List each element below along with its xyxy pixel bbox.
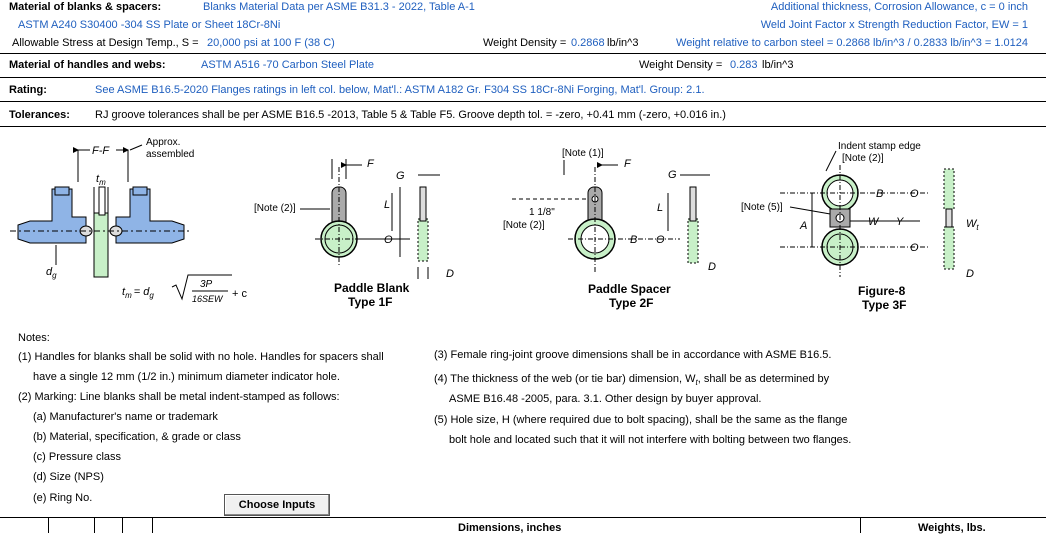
- table-grid-line: [152, 517, 153, 533]
- formula-numerator: 3P: [200, 279, 213, 290]
- allowable-stress-value[interactable]: 20,000 psi at 100 F (38 C): [207, 37, 335, 49]
- note-1-line-1: (1) Handles for blanks shall be solid wi…: [18, 351, 384, 363]
- figure-8-title: Figure-8: [858, 284, 906, 298]
- note5-label: [Note (5)]: [741, 202, 783, 213]
- table-grid-line: [860, 517, 861, 533]
- blanks-material-label: Material of blanks & spacers:: [9, 1, 162, 13]
- note1-label: [Note (1)]: [562, 148, 604, 159]
- divider: [0, 126, 1046, 127]
- weights-header: Weights, lbs.: [918, 522, 986, 534]
- paddle-blank-drawing: [Note (2)] F L O G D Paddle Blank Type 1…: [254, 158, 454, 309]
- note-1-line-2: have a single 12 mm (1/2 in.) minimum di…: [33, 371, 340, 383]
- note-4-line-2: ASME B16.48 -2005, para. 3.1. Other desi…: [449, 393, 762, 405]
- dim-g-spacer: G: [668, 169, 677, 181]
- handles-material-spec: ASTM A516 -70 Carbon Steel Plate: [201, 59, 375, 71]
- paddle-spacer-title: Paddle Spacer: [588, 282, 671, 296]
- assembled-section-drawing: F-F Approx. assembled tm dg tm= dg 3P 16…: [10, 137, 247, 304]
- note-2d: (d) Size (NPS): [33, 471, 104, 483]
- paddle-spacer-drawing: [Note (1)] 1 1/8" [Note (2)] F B O L G D…: [503, 148, 716, 310]
- notes-title: Notes:: [18, 332, 50, 344]
- type-2f-label: Type 2F: [609, 296, 653, 310]
- dim-o-spacer: O: [656, 234, 665, 246]
- dim-d-fig8: D: [966, 268, 974, 280]
- note2-spacer-label: [Note (2)]: [503, 220, 545, 231]
- ff-dimension-label: F-F: [92, 145, 110, 157]
- dim-b-fig8: B: [876, 188, 883, 200]
- weight-density-value[interactable]: 0.2868: [571, 37, 605, 49]
- tolerances-text: RJ groove tolerances shall be per ASME B…: [95, 109, 726, 121]
- blank-spacer-figures: F-F Approx. assembled tm dg tm= dg 3P 16…: [10, 137, 979, 312]
- allowable-stress-label: Allowable Stress at Design Temp., S =: [12, 37, 199, 49]
- note-5-line-1: (5) Hole size, H (where required due to …: [434, 414, 848, 426]
- formula-denominator: 16SEW: [192, 294, 224, 304]
- handles-density-value[interactable]: 0.283: [730, 59, 758, 71]
- dim-l: L: [384, 199, 390, 211]
- dim-o: O: [384, 234, 393, 246]
- blanks-material-spec: ASTM A240 S30400 -304 SS Plate or Sheet …: [18, 19, 281, 31]
- corrosion-allowance: Additional thickness, Corrosion Allowanc…: [770, 1, 1028, 13]
- dim-o-fig8: O: [910, 188, 919, 200]
- divider: [0, 101, 1046, 102]
- table-grid-line: [48, 517, 49, 533]
- formula-plus-c: + c: [232, 288, 247, 300]
- dim-b-spacer: B: [630, 234, 637, 246]
- dimensions-header: Dimensions, inches: [458, 522, 562, 534]
- handles-density-unit: lb/in^3: [762, 59, 794, 71]
- approx-label: Approx.: [146, 137, 180, 148]
- dim-wt-fig: Wt: [966, 218, 979, 232]
- divider: [0, 53, 1046, 54]
- type-3f-label: Type 3F: [862, 298, 906, 312]
- dim-g: G: [396, 170, 405, 182]
- rating-text: See ASME B16.5-2020 Flanges ratings in l…: [95, 84, 705, 96]
- weight-density-unit: lb/in^3: [607, 37, 639, 49]
- choose-inputs-button[interactable]: Choose Inputs: [224, 494, 330, 516]
- dim-f-spacer: F: [624, 158, 632, 170]
- note-2: (2) Marking: Line blanks shall be metal …: [18, 391, 340, 403]
- note-2e: (e) Ring No.: [33, 492, 93, 504]
- dg-label: dg: [46, 266, 57, 280]
- figure-8-drawing: Indent stamp edge [Note (2)] [Note (5)] …: [741, 141, 979, 312]
- handles-material-label: Material of handles and webs:: [9, 59, 166, 71]
- note2-label: [Note (2)]: [254, 203, 296, 214]
- dim-d-spacer: D: [708, 261, 716, 273]
- note-2b: (b) Material, specification, & grade or …: [33, 431, 241, 443]
- weld-joint-factor: Weld Joint Factor x Strength Reduction F…: [760, 19, 1028, 31]
- rating-label: Rating:: [9, 84, 47, 96]
- dim-1-1-8: 1 1/8": [529, 207, 555, 218]
- note-3: (3) Female ring-joint groove dimensions …: [434, 349, 832, 361]
- table-top-border: [0, 517, 1046, 518]
- dim-f: F: [367, 158, 375, 170]
- table-grid-line: [94, 517, 95, 533]
- thickness-formula: tm= dg: [122, 286, 154, 300]
- dim-a: A: [799, 220, 807, 232]
- table-grid-line: [122, 517, 123, 533]
- weight-relative: Weight relative to carbon steel = 0.2868…: [676, 37, 1028, 49]
- note-4-line-1: (4) The thickness of the web (or tie bar…: [434, 373, 830, 388]
- assembled-label: assembled: [146, 149, 194, 160]
- dim-y: Y: [896, 216, 904, 228]
- note-5-line-2: bolt hole and located such that it will …: [449, 434, 852, 446]
- note-2a: (a) Manufacturer's name or trademark: [33, 411, 218, 423]
- paddle-blank-title: Paddle Blank: [334, 281, 410, 295]
- divider: [0, 77, 1046, 78]
- dim-w: W: [868, 216, 880, 228]
- blanks-material-source: Blanks Material Data per ASME B31.3 - 20…: [203, 1, 475, 13]
- note-2c: (c) Pressure class: [33, 451, 122, 463]
- type-1f-label: Type 1F: [348, 295, 392, 309]
- tm-label: tm: [96, 173, 106, 187]
- dim-o2-fig8: O: [910, 242, 919, 254]
- tolerances-label: Tolerances:: [9, 109, 70, 121]
- weight-density-label: Weight Density =: [483, 37, 567, 49]
- dim-d: D: [446, 268, 454, 280]
- handles-density-label: Weight Density =: [639, 59, 723, 71]
- indent-stamp-label: Indent stamp edge: [838, 141, 921, 152]
- indent-note-label: [Note (2)]: [842, 153, 884, 164]
- dim-l-spacer: L: [657, 202, 663, 214]
